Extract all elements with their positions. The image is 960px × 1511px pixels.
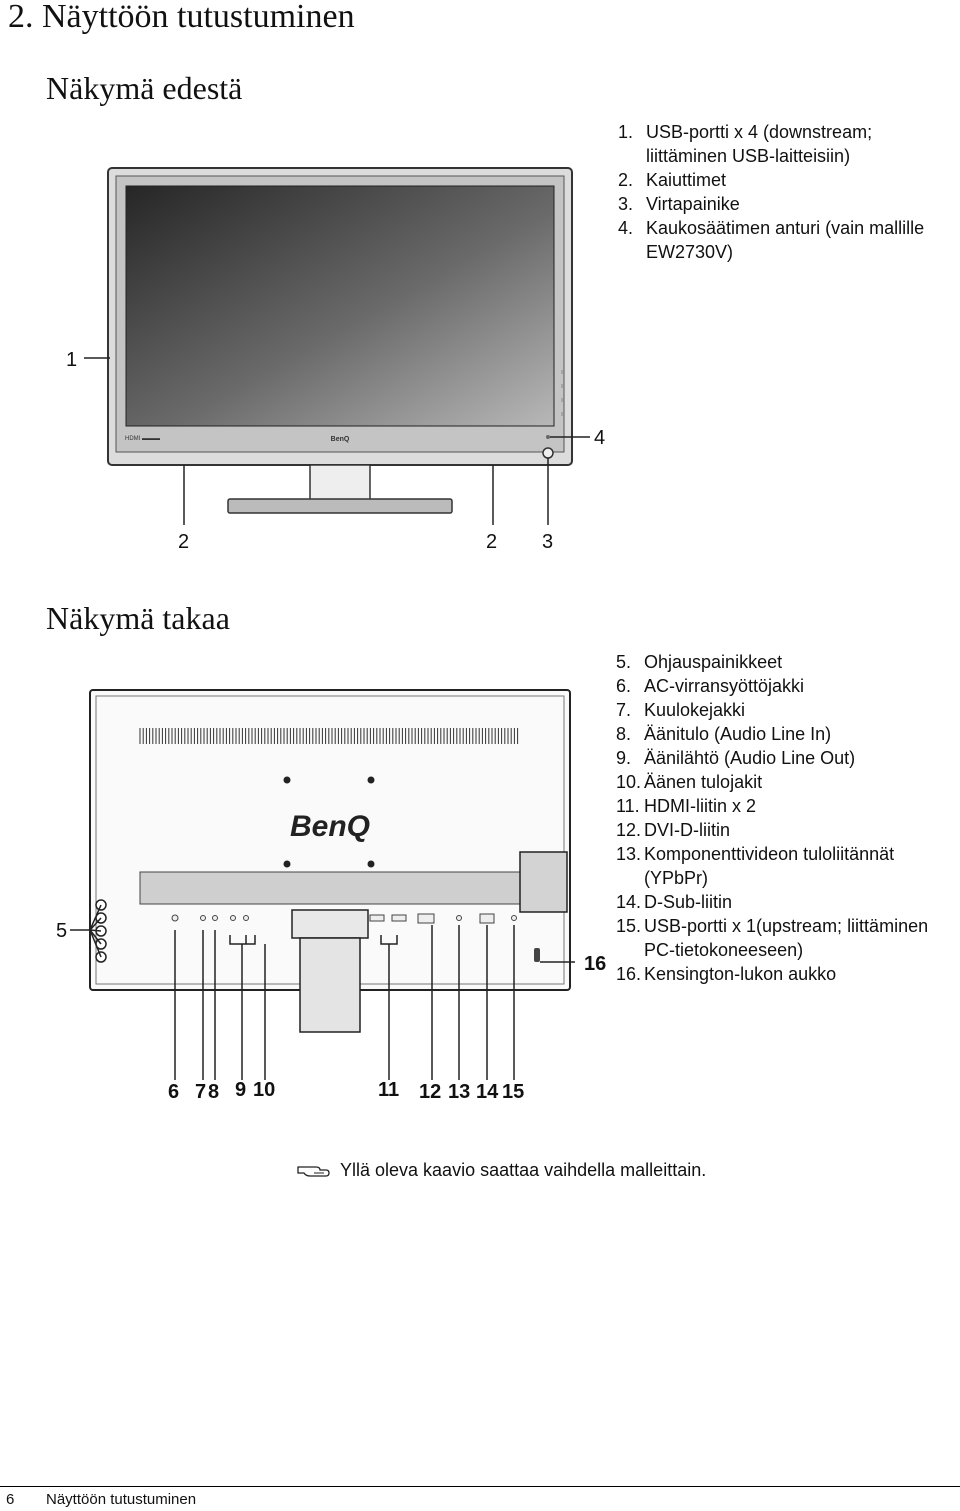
chapter-title: 2. Näyttöön tutustuminen: [8, 0, 355, 35]
callout-4: 4: [594, 427, 605, 449]
list-item: 10.Äänen tulojakit: [616, 772, 763, 792]
callout-13: 13: [448, 1081, 470, 1103]
power-button-icon: [542, 447, 554, 459]
callout-9: 9: [235, 1079, 246, 1101]
callout-1: 1: [66, 349, 77, 371]
list-item: 8.Äänitulo (Audio Line In): [616, 724, 832, 744]
list-item: 15.USB-portti x 1(upstream; liittäminen …: [616, 916, 929, 960]
stand-neck-back: [291, 909, 369, 939]
list-item: 11.HDMI-liitin x 2: [616, 796, 757, 816]
stand-neck: [309, 464, 371, 502]
callout-6: 6: [168, 1081, 179, 1103]
callout-12: 12: [419, 1081, 441, 1103]
callout-7: 7: [195, 1081, 206, 1103]
back-view-heading: Näkymä takaa: [46, 600, 230, 636]
vent-grille: [139, 728, 519, 744]
pointing-hand-icon: [297, 1165, 330, 1177]
remote-sensor-icon: [546, 435, 550, 439]
list-item: 14.D-Sub-liitin: [616, 892, 733, 912]
connector-panel: [139, 871, 521, 905]
list-item: 16.Kensington-lukon aukko: [616, 964, 837, 984]
list-item: 6.AC-virransyöttöjakki: [616, 676, 805, 696]
page-footer: 6 Näyttöön tutustuminen: [0, 1486, 960, 1508]
list-item: 12.DVI-D-liitin: [616, 820, 731, 840]
callout-5: 5: [56, 920, 67, 942]
note: Yllä oleva kaavio saattaa vaihdella mall…: [296, 1160, 706, 1181]
list-item: 7.Kuulokejakki: [616, 700, 746, 720]
page-number: 6: [6, 1491, 15, 1508]
callout-2-left: 2: [178, 531, 189, 553]
list-item: 5.Ohjauspainikkeet: [616, 652, 783, 672]
stand-base: [227, 498, 453, 514]
back-logo: BenQ: [290, 810, 370, 843]
list-item: 1.USB-portti x 4 (downstream; liittämine…: [618, 122, 873, 166]
list-item: 13.Komponenttivideon tuloliitännät (YPbP…: [616, 844, 895, 888]
hdmi-badge-icon: HDMI ▬▬▬: [125, 436, 160, 442]
back-view-diagram: BenQ: [56, 689, 606, 1103]
callout-2-right: 2: [486, 531, 497, 553]
callout-15: 15: [502, 1081, 524, 1103]
front-logo: BenQ: [331, 436, 350, 443]
list-item: 4.Kaukosäätimen anturi (vain mallille EW…: [618, 218, 925, 262]
callout-14: 14: [476, 1081, 499, 1103]
kensington-slot-icon: [534, 948, 540, 962]
monitor-screen: [125, 185, 555, 427]
callout-3: 3: [542, 531, 553, 553]
front-view-heading: Näkymä edestä: [46, 70, 243, 106]
callout-8: 8: [208, 1081, 219, 1103]
callout-11: 11: [378, 1079, 399, 1101]
callout-10: 10: [253, 1079, 275, 1101]
callout-16: 16: [584, 953, 606, 975]
note-text: Yllä oleva kaavio saattaa vaihdella mall…: [340, 1160, 707, 1180]
list-item: 9.Äänilähtö (Audio Line Out): [616, 748, 856, 768]
footer-title: Näyttöön tutustuminen: [46, 1491, 197, 1508]
back-parts-list: 5.Ohjauspainikkeet 6.AC-virransyöttöjakk…: [616, 650, 960, 986]
front-parts-list: 1.USB-portti x 4 (downstream; liittämine…: [618, 120, 948, 264]
front-view-diagram: HDMI ▬▬▬ BenQ 1 4 2 2 3: [66, 167, 605, 553]
list-item: 3.Virtapainike: [618, 194, 740, 214]
list-item: 2.Kaiuttimet: [618, 170, 727, 190]
